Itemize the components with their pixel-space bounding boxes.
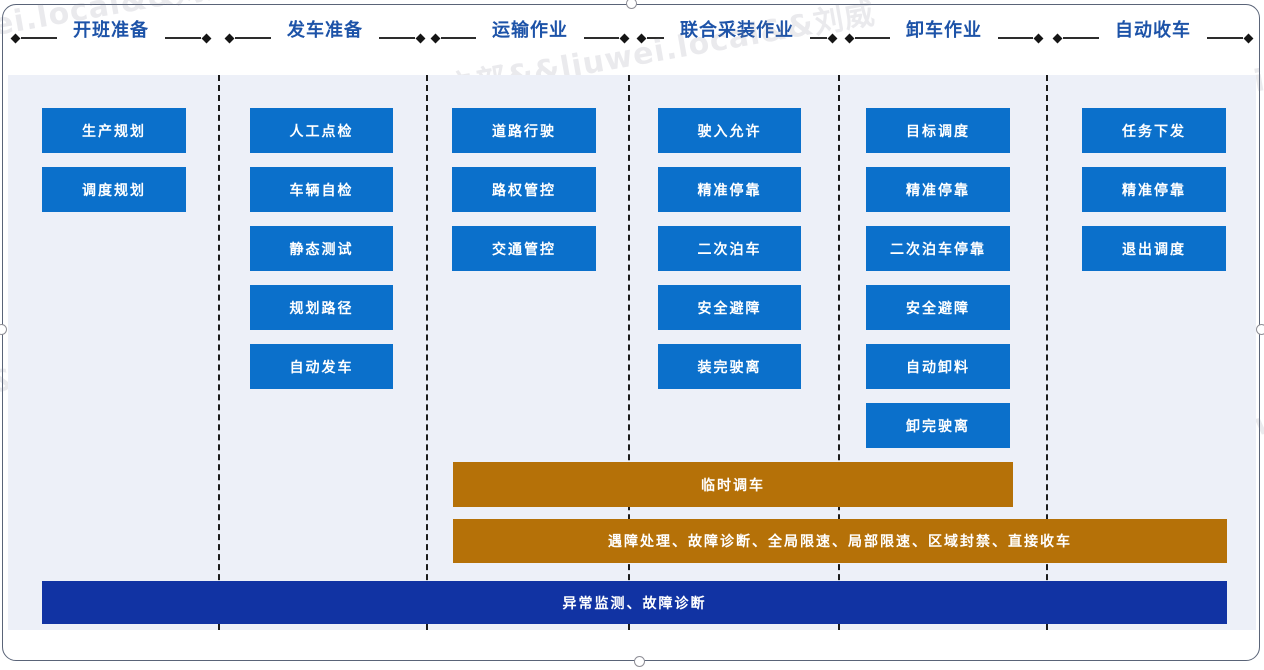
column-unloading: 目标调度 精准停靠 二次泊车停靠 安全避障 自动卸料 卸完驶离 — [866, 108, 1010, 448]
process-step[interactable]: 安全避障 — [658, 285, 801, 330]
diamond-icon — [10, 33, 21, 44]
process-step[interactable]: 调度规划 — [42, 167, 186, 212]
process-step[interactable]: 自动发车 — [250, 344, 393, 389]
diamond-icon — [1243, 33, 1254, 44]
header-line — [21, 37, 57, 39]
process-step[interactable]: 自动卸料 — [866, 344, 1010, 389]
process-step[interactable]: 精准停靠 — [658, 167, 801, 212]
process-step[interactable]: 车辆自检 — [250, 167, 393, 212]
header-line — [810, 37, 827, 39]
diamond-icon — [844, 33, 855, 44]
header-line — [165, 37, 201, 39]
phase-header-shift-prep: 开班准备 — [10, 14, 212, 48]
process-step[interactable]: 精准停靠 — [1082, 167, 1226, 212]
column-divider — [628, 75, 630, 630]
diamond-icon — [827, 33, 838, 44]
process-step[interactable]: 交通管控 — [452, 226, 596, 271]
process-step[interactable]: 道路行驶 — [452, 108, 596, 153]
process-step[interactable]: 卸完驶离 — [866, 403, 1010, 448]
column-divider — [426, 75, 428, 630]
phase-title: 发车准备 — [287, 20, 363, 41]
resize-handle-bottom[interactable] — [634, 656, 645, 667]
process-step[interactable]: 路权管控 — [452, 167, 596, 212]
header-line — [998, 37, 1033, 39]
process-step[interactable]: 装完驶离 — [658, 344, 801, 389]
exception-ops-bar[interactable]: 遇障处理、故障诊断、全局限速、局部限速、区域封禁、直接收车 — [453, 519, 1227, 563]
process-step[interactable]: 退出调度 — [1082, 226, 1226, 271]
diamond-icon — [1052, 33, 1063, 44]
column-divider — [1046, 75, 1048, 630]
header-line — [1063, 37, 1099, 39]
column-divider — [218, 75, 220, 630]
column-shift-prep: 生产规划 调度规划 — [42, 108, 186, 212]
diamond-icon — [415, 33, 426, 44]
header-line — [855, 37, 890, 39]
diamond-icon — [636, 33, 647, 44]
phase-title: 开班准备 — [73, 20, 149, 41]
phase-title: 自动收车 — [1115, 20, 1191, 41]
column-departure-prep: 人工点检 车辆自检 静态测试 规划路径 自动发车 — [250, 108, 393, 389]
phase-header-loading: 联合采装作业 — [636, 14, 838, 48]
phase-title: 运输作业 — [492, 20, 568, 41]
phase-header-departure-prep: 发车准备 — [224, 14, 426, 48]
column-transport: 道路行驶 路权管控 交通管控 — [452, 108, 596, 271]
header-line — [1207, 37, 1243, 39]
process-step[interactable]: 二次泊车停靠 — [866, 226, 1010, 271]
diamond-icon — [201, 33, 212, 44]
process-step[interactable]: 静态测试 — [250, 226, 393, 271]
resize-handle-left[interactable] — [0, 324, 7, 335]
temp-dispatch-bar[interactable]: 临时调车 — [453, 462, 1013, 507]
process-step[interactable]: 生产规划 — [42, 108, 186, 153]
resize-handle-right[interactable] — [1256, 324, 1264, 335]
phase-header-transport: 运输作业 — [430, 14, 630, 48]
phase-title: 卸车作业 — [906, 20, 982, 41]
process-step[interactable]: 人工点检 — [250, 108, 393, 153]
process-step[interactable]: 驶入允许 — [658, 108, 801, 153]
phase-header-auto-return: 自动收车 — [1052, 14, 1254, 48]
diamond-icon — [1033, 33, 1044, 44]
process-step[interactable]: 规划路径 — [250, 285, 393, 330]
phase-title: 联合采装作业 — [680, 20, 794, 41]
header-line — [584, 37, 619, 39]
process-panel: 生产规划 调度规划 人工点检 车辆自检 静态测试 规划路径 自动发车 道路行驶 … — [8, 75, 1256, 630]
header-line — [647, 37, 664, 39]
column-auto-return: 任务下发 精准停靠 退出调度 — [1082, 108, 1226, 271]
header-line — [235, 37, 271, 39]
header-line — [441, 37, 476, 39]
diamond-icon — [224, 33, 235, 44]
column-loading: 驶入允许 精准停靠 二次泊车 安全避障 装完驶离 — [658, 108, 801, 389]
process-step[interactable]: 任务下发 — [1082, 108, 1226, 153]
phase-header-unloading: 卸车作业 — [844, 14, 1044, 48]
column-divider — [838, 75, 840, 630]
header-line — [379, 37, 415, 39]
resize-handle-top[interactable] — [626, 0, 637, 9]
process-step[interactable]: 精准停靠 — [866, 167, 1010, 212]
monitoring-bar[interactable]: 异常监测、故障诊断 — [42, 581, 1227, 624]
process-step[interactable]: 二次泊车 — [658, 226, 801, 271]
diamond-icon — [619, 33, 630, 44]
process-step[interactable]: 安全避障 — [866, 285, 1010, 330]
process-step[interactable]: 目标调度 — [866, 108, 1010, 153]
diamond-icon — [430, 33, 441, 44]
